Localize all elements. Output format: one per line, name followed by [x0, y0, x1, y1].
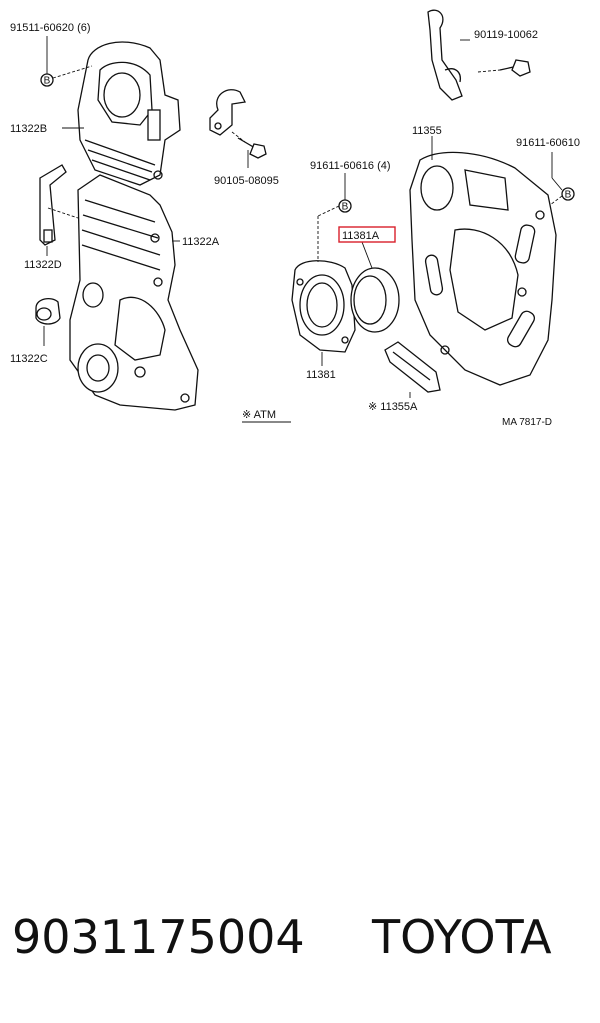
svg-text:B: B	[44, 76, 51, 87]
timing-cover-lower-11322A	[69, 174, 199, 411]
label-91611-60610: 91611-60610	[516, 137, 580, 149]
label-11381: 11381	[306, 369, 336, 381]
end-plate-11355	[409, 151, 557, 386]
label-11322A: 11322A	[182, 236, 220, 248]
part-number: 9031175004	[12, 910, 305, 964]
parts-diagram: B B B 91511-60620 (6) 11322B 11322D 1132…	[10, 9, 580, 428]
bolt-90105	[237, 137, 267, 159]
footer-caption: 9031175004 TOYOTA	[12, 910, 592, 980]
label-11381A-highlight: 11381A	[338, 226, 396, 243]
label-11355A: ※ 11355A	[368, 401, 418, 413]
bracket-90119	[427, 9, 463, 101]
label-91511-60620: 91511-60620 (6)	[10, 22, 91, 34]
svg-text:B: B	[565, 190, 572, 201]
clip-bracket	[209, 89, 246, 136]
diagram-reference: MA 7817-D	[502, 417, 552, 428]
grommet-11322C	[35, 297, 61, 325]
label-90105-08095: 90105-08095	[214, 175, 279, 187]
label-atm-note: ※ ATM	[242, 409, 276, 421]
timing-cover-upper-11322B	[77, 41, 181, 186]
label-91611-60616: 91611-60616 (4)	[310, 160, 391, 172]
brand-name: TOYOTA	[372, 910, 552, 964]
bolt-callout-91611-60616: B	[338, 199, 352, 213]
bolt-callout-91611-60610: B	[561, 187, 575, 201]
bolt-90119	[499, 59, 531, 77]
svg-text:B: B	[342, 202, 349, 213]
label-90119-10062: 90119-10062	[474, 29, 538, 41]
label-11322C: 11322C	[10, 353, 48, 365]
oil-seal-11381A	[350, 267, 400, 333]
label-11355: 11355	[412, 125, 442, 137]
gasket-11355A	[384, 341, 441, 393]
label-11322D: 11322D	[24, 259, 62, 271]
bolt-callout-91511: B	[40, 73, 54, 87]
gasket-11322D	[39, 164, 67, 246]
label-11322B: 11322B	[10, 123, 47, 135]
oil-seal-retainer-11381	[291, 260, 356, 353]
label-11381A: 11381A	[342, 230, 380, 242]
